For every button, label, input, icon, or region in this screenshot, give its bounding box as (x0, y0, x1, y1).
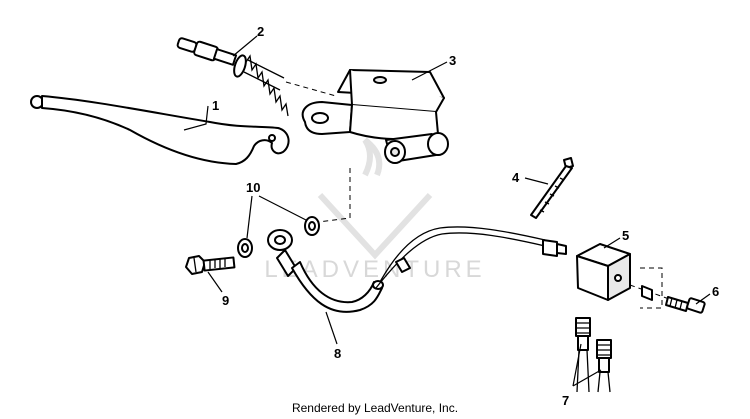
spring (243, 54, 289, 117)
brake-lever[interactable] (30, 95, 290, 165)
banjo-bolt[interactable] (185, 255, 236, 275)
mounting-screw[interactable] (641, 285, 706, 314)
leader-3 (411, 61, 448, 81)
piston-assembly[interactable] (176, 37, 289, 117)
callouts: 1 2 3 4 5 6 7 8 9 10 (212, 24, 719, 408)
callout-6: 6 (712, 284, 719, 299)
leader-4 (524, 177, 549, 185)
master-cylinder[interactable] (301, 69, 449, 164)
callout-10: 10 (246, 180, 260, 195)
callout-3: 3 (449, 53, 456, 68)
leader-10 (246, 195, 307, 239)
callout-8: 8 (334, 346, 341, 361)
watermark-logo-icon (317, 192, 433, 260)
callout-1: 1 (212, 98, 219, 113)
callout-9: 9 (222, 293, 229, 308)
leader-lines (183, 35, 711, 387)
callout-2: 2 (257, 24, 264, 39)
cable-tie[interactable] (530, 157, 574, 219)
callout-7: 7 (562, 393, 569, 408)
footer-credit: Rendered by LeadVenture, Inc. (291, 401, 459, 415)
leader-5 (603, 237, 621, 249)
brake-hose[interactable] (267, 226, 567, 313)
watermark-flame-icon (362, 137, 383, 177)
leader-9 (207, 271, 223, 293)
callout-4: 4 (512, 170, 520, 185)
leader-1 (183, 105, 209, 131)
wire-terminals[interactable] (575, 317, 612, 393)
watermark: LEADVENTURE (264, 137, 482, 283)
terminal-right[interactable] (596, 339, 612, 393)
callout-5: 5 (622, 228, 629, 243)
terminal-left[interactable] (575, 317, 591, 393)
sealing-washers[interactable] (237, 216, 320, 258)
leader-7 (572, 343, 602, 387)
leader-6 (695, 293, 711, 305)
brake-switch[interactable] (576, 243, 631, 301)
leader-8 (325, 311, 338, 345)
leader-2 (232, 35, 258, 57)
